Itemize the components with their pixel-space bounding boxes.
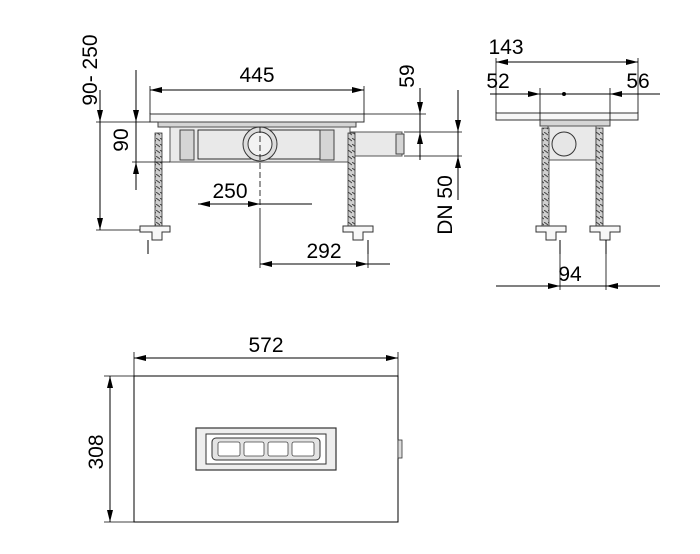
- front-left-foot: [139, 225, 171, 241]
- side-foot-spacing-label: 94: [558, 263, 582, 286]
- top-width-label: 308: [85, 434, 108, 469]
- front-dimensions: 445 90- 250 90 250 292 59: [79, 34, 462, 268]
- side-left-foot: [535, 225, 567, 241]
- front-top-plate: [149, 113, 365, 123]
- front-grate-height-label: 59: [396, 64, 419, 87]
- front-right-bracket: [319, 129, 335, 161]
- front-left-bracket: [179, 129, 195, 161]
- front-left-threaded-leg: [154, 132, 163, 227]
- top-side-tab: [397, 439, 403, 459]
- side-view: [495, 92, 639, 254]
- front-outlet-size-label: DN 50: [434, 175, 457, 235]
- front-view: [139, 113, 405, 254]
- top-grate-slot-1: [217, 441, 241, 457]
- top-grate-slot-3: [267, 441, 289, 457]
- top-grate-slot-4: [291, 441, 315, 457]
- side-outlet: [551, 131, 577, 157]
- front-outlet-position-label: 292: [306, 240, 341, 263]
- front-outlet-pipe: [349, 131, 403, 157]
- top-length-label: 572: [248, 334, 283, 357]
- side-top-plate: [495, 112, 639, 121]
- front-plate-rim: [157, 121, 357, 128]
- top-dimensions: 572 308: [85, 334, 399, 523]
- side-right-offset-label: 56: [626, 70, 649, 93]
- front-right-threaded-leg: [347, 132, 356, 227]
- side-left-threaded-leg: [541, 127, 550, 227]
- side-plate-rim: [539, 119, 611, 127]
- front-height-range-label: 90- 250: [79, 34, 102, 105]
- front-outlet-pipe-collar: [395, 133, 405, 155]
- front-outlet-offset-label: 250: [212, 180, 247, 203]
- side-width-label: 143: [488, 36, 523, 59]
- top-view: [133, 375, 403, 523]
- side-right-foot: [589, 225, 621, 241]
- front-body-height-label: 90: [110, 128, 133, 151]
- side-right-threaded-leg: [595, 127, 604, 227]
- top-grate-slot-2: [243, 441, 265, 457]
- front-width-label: 445: [239, 64, 274, 87]
- front-outlet-hole: [247, 131, 273, 157]
- front-right-foot: [342, 225, 374, 241]
- side-left-offset-label: 52: [486, 70, 509, 93]
- side-dimensions: 143 52 56 94: [486, 36, 660, 290]
